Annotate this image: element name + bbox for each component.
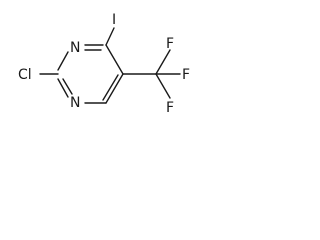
- bond-n3-c2-inner: [62, 78, 73, 95]
- bond-cf3-f-top: [155, 49, 171, 75]
- structure-diagram: N N Cl I F F F: [18, 12, 190, 116]
- bond-n3-c2: [57, 78, 69, 98]
- atom-fluorine-top: F: [166, 36, 174, 52]
- atom-fluorine-bottom: F: [166, 100, 174, 116]
- atom-n-upper: N: [70, 40, 80, 56]
- bond-c2-n1: [57, 51, 69, 71]
- bond-c5-c6-inner: [102, 74, 119, 101]
- bond-cf3-f-bottom: [155, 73, 171, 99]
- bond-c5-c6: [105, 73, 124, 104]
- bond-c4-i: [105, 27, 115, 46]
- pyrimidine-ring: [57, 44, 124, 104]
- atom-iodine: I: [112, 12, 116, 28]
- atom-n-lower: N: [70, 95, 80, 111]
- atom-chlorine: Cl: [18, 67, 32, 83]
- bond-c4-c5: [105, 44, 124, 75]
- atom-fluorine-right: F: [182, 67, 190, 83]
